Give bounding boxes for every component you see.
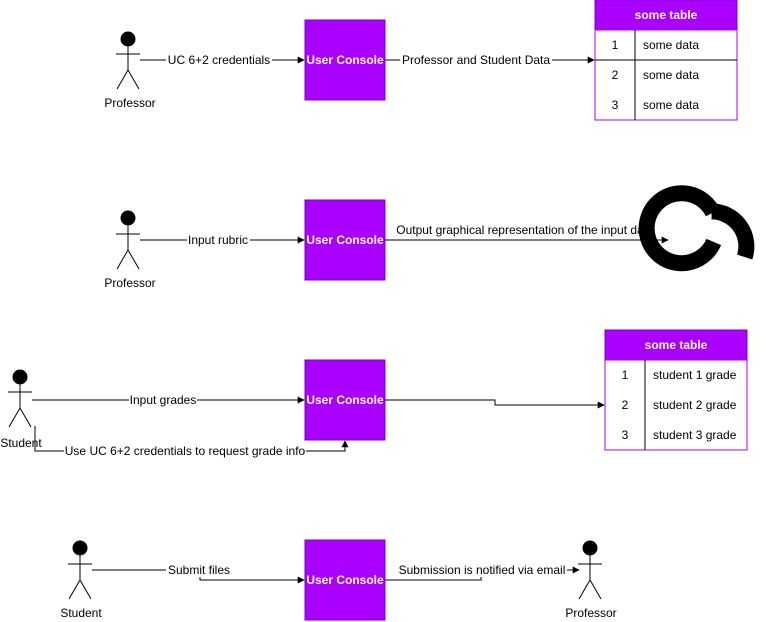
table-cell: 1 bbox=[612, 38, 619, 52]
edge-label: Submission is notified via email bbox=[399, 563, 566, 577]
console-label: User Console bbox=[306, 573, 384, 587]
actor-label: Professor bbox=[104, 96, 155, 110]
table-cell: some data bbox=[643, 68, 699, 82]
student-actor-2 bbox=[68, 540, 92, 600]
professor-actor-2 bbox=[116, 210, 140, 270]
actor-label: Student bbox=[0, 436, 42, 450]
edge-label: Use UC 6+2 credentials to request grade … bbox=[65, 444, 306, 458]
edge-label: Output graphical representation of the i… bbox=[396, 223, 654, 237]
donut-chart-icon bbox=[638, 185, 755, 272]
user-console-box bbox=[304, 359, 386, 441]
actor-label: Student bbox=[60, 606, 102, 620]
actor-label: Professor bbox=[104, 276, 155, 290]
table-header bbox=[594, 0, 738, 31]
professor-actor-3 bbox=[578, 540, 602, 600]
table-cell: student 2 grade bbox=[653, 398, 737, 412]
console-label: User Console bbox=[306, 233, 384, 247]
student-actor-1 bbox=[8, 369, 32, 428]
table-cell: some data bbox=[643, 98, 699, 112]
table-cell: student 1 grade bbox=[653, 368, 737, 382]
table-cell: 2 bbox=[622, 398, 629, 412]
actor-label: Professor bbox=[565, 606, 616, 620]
edge-label: Input grades bbox=[130, 393, 197, 407]
edge-label: UC 6+2 credentials bbox=[168, 53, 270, 67]
table-cell: 3 bbox=[612, 98, 619, 112]
some-table-1: some table 1 some data 2 some data 3 som… bbox=[594, 0, 738, 121]
edge-label: Professor and Student Data bbox=[402, 53, 550, 67]
table-header bbox=[604, 329, 748, 361]
table-title: some table bbox=[635, 8, 698, 22]
professor-actor-1 bbox=[116, 31, 140, 90]
table-title: some table bbox=[645, 338, 708, 352]
user-console-box bbox=[304, 19, 386, 101]
table-cell: 3 bbox=[622, 428, 629, 442]
edge-label: Submit files bbox=[168, 563, 230, 577]
user-console-box bbox=[304, 539, 386, 621]
edge-label: Input rubric bbox=[188, 233, 248, 247]
console-label: User Console bbox=[306, 393, 384, 407]
user-console-box bbox=[304, 199, 386, 281]
console-label: User Console bbox=[306, 53, 384, 67]
table-cell: 1 bbox=[622, 368, 629, 382]
table-cell: 2 bbox=[612, 68, 619, 82]
table-cell: student 3 grade bbox=[653, 428, 737, 442]
some-table-2: some table 1 student 1 grade 2 student 2… bbox=[604, 329, 748, 451]
table-cell: some data bbox=[643, 38, 699, 52]
edge-grade-output bbox=[385, 399, 605, 409]
